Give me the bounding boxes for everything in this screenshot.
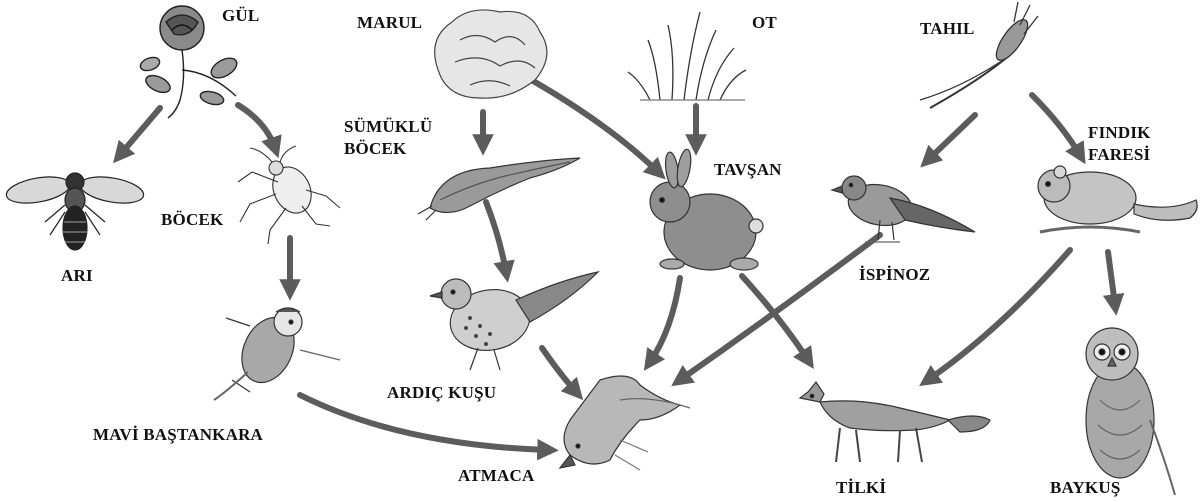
arrow-tahil-to-ispinoz xyxy=(928,115,975,160)
arrow-ardic-kusu-to-atmaca xyxy=(542,348,576,392)
label-tilki: TİLKİ xyxy=(836,478,886,498)
lettuce-icon xyxy=(435,10,547,98)
label-sumuklu-bocek: SÜMÜKLÜ BÖCEK xyxy=(344,116,432,160)
label-bocek: BÖCEK xyxy=(161,210,223,230)
arrow-tahil-to-findik-faresi xyxy=(1032,95,1080,155)
arrow-tavsan-to-tilki xyxy=(742,276,808,360)
chaffinch-icon xyxy=(832,176,975,242)
grass-icon xyxy=(628,12,746,100)
bee-icon xyxy=(4,173,145,250)
arrow-mavi-bastankara-to-atmaca xyxy=(300,395,548,450)
label-marul: MARUL xyxy=(357,13,422,33)
label-ot: OT xyxy=(752,13,777,33)
owl-icon xyxy=(1086,328,1175,495)
label-findik-faresi: FINDIK FARESİ xyxy=(1088,122,1151,166)
hawk-icon xyxy=(560,376,690,470)
label-tavsan: TAVŞAN xyxy=(714,160,782,180)
label-ari: ARI xyxy=(61,266,93,286)
label-sumuklu-line1: SÜMÜKLÜ xyxy=(344,116,432,138)
aphid-icon xyxy=(238,146,340,244)
slug-icon xyxy=(418,158,580,220)
label-baykus: BAYKUŞ xyxy=(1050,478,1121,498)
label-sumuklu-line2: BÖCEK xyxy=(344,138,432,160)
label-gul: GÜL xyxy=(222,6,259,26)
label-ispinoz: İSPİNOZ xyxy=(859,265,930,285)
arrow-gul-to-bocek xyxy=(238,105,275,148)
arrow-findik-faresi-to-baykus xyxy=(1108,252,1115,305)
blue-tit-icon xyxy=(214,308,340,400)
arrow-gul-to-ari xyxy=(120,108,160,155)
arrow-sumuklu-to-ardic-kusu xyxy=(486,202,506,272)
thrush-icon xyxy=(430,272,598,370)
label-findik-line2: FARESİ xyxy=(1088,144,1151,166)
label-ardic-kusu: ARDIÇ KUŞU xyxy=(387,383,496,403)
label-mavi-bastankara: MAVİ BAŞTANKARA xyxy=(93,425,263,445)
arrow-tavsan-to-atmaca xyxy=(650,278,680,362)
dormouse-icon xyxy=(1038,166,1197,232)
label-atmaca: ATMACA xyxy=(458,466,534,486)
fox-icon xyxy=(800,382,990,462)
label-tahil: TAHIL xyxy=(920,19,975,39)
wheat-icon xyxy=(920,2,1038,108)
arrow-findik-faresi-to-tilki xyxy=(928,250,1070,380)
arrow-marul-to-tavsan xyxy=(528,78,658,172)
label-findik-line1: FINDIK xyxy=(1088,122,1151,144)
